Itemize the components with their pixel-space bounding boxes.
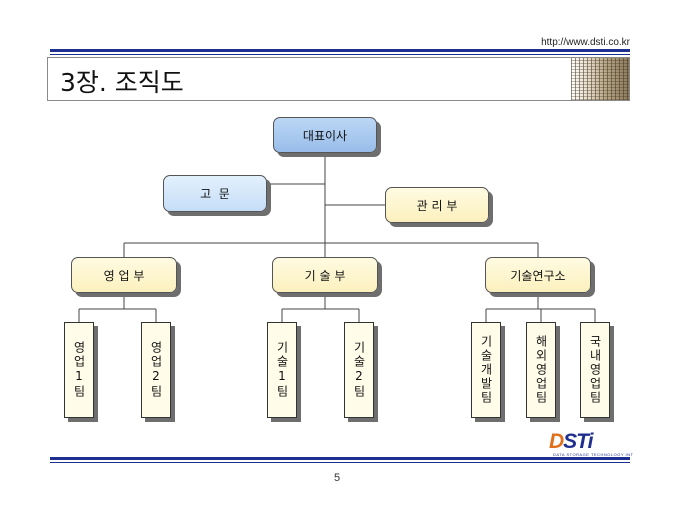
page-title: 3장. 조직도 [60, 68, 184, 97]
footer-rule-thick [50, 457, 630, 460]
dsti-logo: DSTi [549, 430, 629, 454]
advisor-box[interactable]: 고 문 [163, 175, 267, 212]
footer-rule-thin [50, 462, 630, 463]
team-sales2-label: 영업2팀 [149, 341, 163, 399]
header-rule-thick [50, 49, 630, 52]
team-tech2-label: 기술2팀 [352, 341, 366, 399]
ceo-box[interactable]: 대표이사 [273, 117, 377, 153]
sales-dept-box[interactable]: 영 업 부 [71, 257, 177, 293]
team-lab-dev-label: 기술개발팀 [479, 335, 493, 405]
title-frame: 3장. 조직도 [47, 57, 630, 101]
logo-rest: STi [563, 430, 593, 453]
team-lab-overseas[interactable]: 해외영업팀 [526, 322, 556, 418]
team-tech1-label: 기술1팀 [275, 341, 289, 399]
team-lab-domestic-label: 국내영업팀 [588, 335, 602, 405]
team-sales1-label: 영업1팀 [72, 341, 86, 399]
team-sales2[interactable]: 영업2팀 [141, 322, 171, 418]
admin-box[interactable]: 관 리 부 [385, 187, 489, 223]
team-lab-dev[interactable]: 기술개발팀 [471, 322, 501, 418]
team-sales1[interactable]: 영업1팀 [64, 322, 94, 418]
team-tech2[interactable]: 기술2팀 [344, 322, 374, 418]
team-lab-domestic[interactable]: 국내영업팀 [580, 322, 610, 418]
logo-tagline: DATA STORAGE TECHNOLOGY INT [553, 452, 634, 457]
logo-d: D [549, 430, 564, 453]
team-lab-overseas-label: 해외영업팀 [534, 335, 548, 405]
tech-dept-box[interactable]: 기 술 부 [272, 257, 378, 293]
header-rule-thin [50, 54, 630, 55]
building-image [571, 58, 629, 100]
team-tech1[interactable]: 기술1팀 [267, 322, 297, 418]
site-url[interactable]: http://www.dsti.co.kr [541, 37, 630, 48]
page-number: 5 [334, 472, 341, 484]
lab-box[interactable]: 기술연구소 [485, 257, 591, 293]
